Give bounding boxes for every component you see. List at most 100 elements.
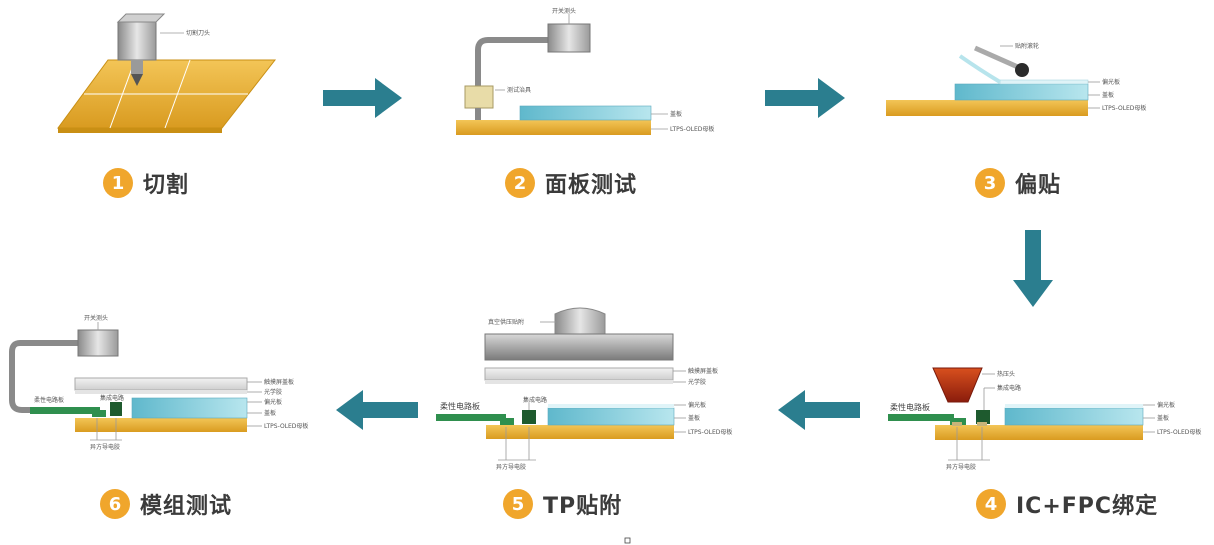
step4-title: IC+FPC绑定 (1016, 494, 1159, 519)
step6-badge: 6 (100, 489, 130, 519)
step2-illustration: 开关测头 测试治具 盖板 LTPS-OLED母板 (456, 7, 714, 135)
cut-line (109, 59, 136, 129)
arrow-right-2-icon (765, 78, 845, 118)
probe-cable (9, 340, 80, 413)
roller-arm (973, 45, 1022, 71)
polarizer-film (1005, 404, 1143, 408)
arrow-down-icon (1013, 230, 1053, 307)
step5-badge: 5 (503, 489, 533, 519)
step2-badge: 2 (505, 168, 535, 198)
tp-cover (74, 377, 248, 391)
cutter-head (117, 21, 157, 61)
callout-tp: 触摸屏盖板 (264, 378, 294, 386)
arrow-left-1-icon (778, 390, 860, 430)
step2-title: 面板测试 (545, 173, 638, 198)
callout-fixture: 测试治具 (507, 86, 531, 94)
callout-panel: LTPS-OLED母板 (1102, 104, 1146, 112)
ic-chip (976, 410, 990, 424)
polarizer-film (548, 404, 674, 408)
step5-title: TP贴附 (543, 494, 623, 519)
callout-fpc: 柔性电路板 (890, 402, 930, 412)
callout-polarizer: 偏光板 (264, 398, 282, 406)
fpc-strip (436, 414, 506, 421)
callout-cover: 盖板 (264, 409, 276, 417)
probe-fixture (464, 85, 494, 109)
oca-layer (75, 390, 247, 394)
step3-title: 偏贴 (1015, 173, 1062, 198)
panel-substrate (456, 120, 651, 135)
probe-box-top (547, 23, 591, 53)
press-dome (554, 307, 606, 335)
cutter-tip (131, 74, 143, 86)
callout-acf: 异方导电胶 (90, 443, 120, 451)
panel-substrate (486, 425, 674, 439)
cutter-shaft (131, 60, 143, 74)
fpc-strip (888, 414, 954, 421)
callout-heat-head: 热压头 (997, 370, 1015, 378)
cover-glass (547, 407, 675, 426)
callout-panel: LTPS-OLED母板 (264, 422, 308, 430)
cover-glass (519, 105, 652, 121)
callout-polarizer: 偏光板 (1157, 401, 1175, 409)
step4-label: 4 IC+FPC绑定 (976, 488, 1158, 520)
flow-arrows (323, 78, 1053, 430)
step6-title: 模组测试 (140, 494, 233, 519)
step1-illustration: 切割刀头 (57, 13, 277, 133)
small-marker (624, 537, 631, 544)
callout-roller: 贴附滚轮 (1015, 42, 1039, 50)
step5-label: 5 TP贴附 (503, 488, 622, 520)
callout-panel: LTPS-OLED母板 (670, 125, 714, 133)
callout-cover: 盖板 (670, 110, 682, 118)
callout-press: 真空供压贴附 (488, 318, 524, 326)
step5-illustration: 真空供压贴附 触摸屏盖板 光学胶 柔性电路板 集成电路 异方导电胶 偏光板 盖板… (436, 307, 732, 471)
panel-substrate (935, 425, 1143, 440)
callout-ic: 集成电路 (523, 396, 547, 404)
callout-ic: 集成电路 (997, 384, 1021, 392)
fpc-bond (950, 418, 966, 425)
acf-pad (977, 422, 987, 426)
callout-probe: 开关测头 (84, 314, 108, 322)
ic-chip (110, 402, 122, 416)
callout-ic: 集成电路 (100, 394, 124, 402)
cut-line (164, 59, 191, 129)
callout-cover: 盖板 (1102, 91, 1114, 99)
step6-label: 6 模组测试 (100, 488, 232, 520)
callout-fpc: 柔性电路板 (440, 401, 480, 411)
arrow-left-2-icon (336, 390, 418, 430)
acf-pad (952, 422, 962, 426)
panel-substrate (75, 418, 247, 432)
fpc-bond (500, 418, 514, 425)
polarizer-film (999, 79, 1089, 85)
ic-chip (522, 410, 536, 424)
step1-label: 1 切割 (103, 167, 189, 199)
callout-acf: 异方导电胶 (496, 463, 526, 471)
callout-panel: LTPS-OLED母板 (1157, 428, 1201, 436)
callout-oca: 光学胶 (264, 388, 282, 396)
heat-press-head (932, 367, 983, 403)
oca-layer (485, 380, 673, 384)
cover-glass (131, 397, 248, 419)
cover-glass (1004, 407, 1144, 426)
panel-substrate (886, 100, 1088, 116)
step4-illustration: 热压头 集成电路 柔性电路板 异方导电胶 偏光板 盖板 LTPS-OLED母板 (888, 367, 1201, 471)
press-plate (484, 333, 674, 361)
callout-polarizer: 偏光板 (1102, 78, 1120, 86)
callout-cover: 盖板 (688, 414, 700, 422)
callout-cover: 盖板 (1157, 414, 1169, 422)
sheet-side (58, 128, 222, 133)
step3-label: 3 偏贴 (975, 167, 1061, 199)
fpc-bond (92, 410, 106, 417)
probe-pin (475, 108, 481, 120)
step3-badge: 3 (975, 168, 1005, 198)
probe-arm (475, 37, 548, 88)
callout-polarizer: 偏光板 (688, 401, 706, 409)
fpc-strip (30, 407, 100, 414)
probe-box (77, 329, 119, 357)
callout-tp: 触摸屏盖板 (688, 367, 718, 375)
cutter-top (116, 13, 166, 23)
callout-cutter-head: 切割刀头 (186, 29, 210, 37)
cover-glass (954, 83, 1089, 101)
step4-badge: 4 (976, 489, 1006, 519)
step3-illustration: 贴附滚轮 偏光板 盖板 LTPS-OLED母板 (886, 42, 1146, 116)
